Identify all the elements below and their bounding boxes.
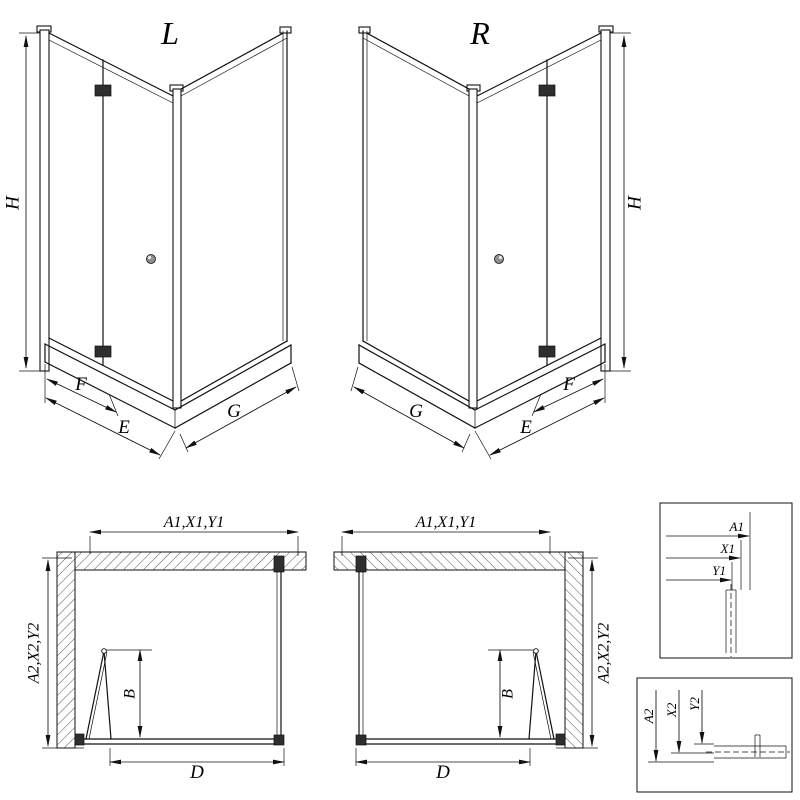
plan-view-right	[334, 532, 598, 766]
dim-label-b-right: B	[500, 689, 517, 699]
detail-box-depth-profile: A2 X2 Y2	[636, 677, 793, 793]
plan-view-left	[42, 532, 306, 766]
variant-label-right: R	[469, 15, 490, 51]
dim-label-a2x2y2-left: A2,X2,Y2	[26, 623, 43, 684]
dim-label-a2x2y2-right: A2,X2,Y2	[596, 623, 613, 684]
perspective-view-right	[351, 26, 631, 459]
dim-label-f-left: F	[74, 374, 87, 395]
detail-dim-a1: A1	[729, 519, 744, 534]
detail-dim-a2: A2	[641, 708, 656, 724]
dim-label-g-left: G	[227, 401, 241, 422]
dim-label-f-right: F	[562, 374, 575, 395]
vertical-profile-section	[725, 584, 737, 657]
dim-label-h-right: H	[624, 195, 645, 211]
detail-box-width-profile: A1 X1 Y1	[659, 502, 793, 659]
dim-label-g-right: G	[409, 401, 423, 422]
perspective-view-left	[19, 26, 299, 459]
variant-label-left: L	[160, 15, 179, 51]
detail-dim-x1: X1	[720, 541, 735, 556]
dim-label-e-right: E	[519, 417, 532, 438]
dim-label-h-left: H	[2, 195, 23, 211]
detail-dim-x2: X2	[664, 702, 679, 718]
dim-label-e-left: E	[117, 417, 130, 438]
dim-label-d-right: D	[435, 762, 450, 783]
dim-label-a1x1y1-left: A1,X1,Y1	[163, 514, 224, 531]
dim-label-d-left: D	[189, 762, 204, 783]
detail-box-border	[636, 677, 793, 793]
horizontal-profile-section	[706, 734, 790, 759]
detail-dim-y2: Y2	[687, 697, 702, 711]
dim-label-a1x1y1-right: A1,X1,Y1	[415, 514, 476, 531]
detail-dim-y1: Y1	[712, 563, 726, 578]
dim-label-b-left: B	[122, 689, 139, 699]
